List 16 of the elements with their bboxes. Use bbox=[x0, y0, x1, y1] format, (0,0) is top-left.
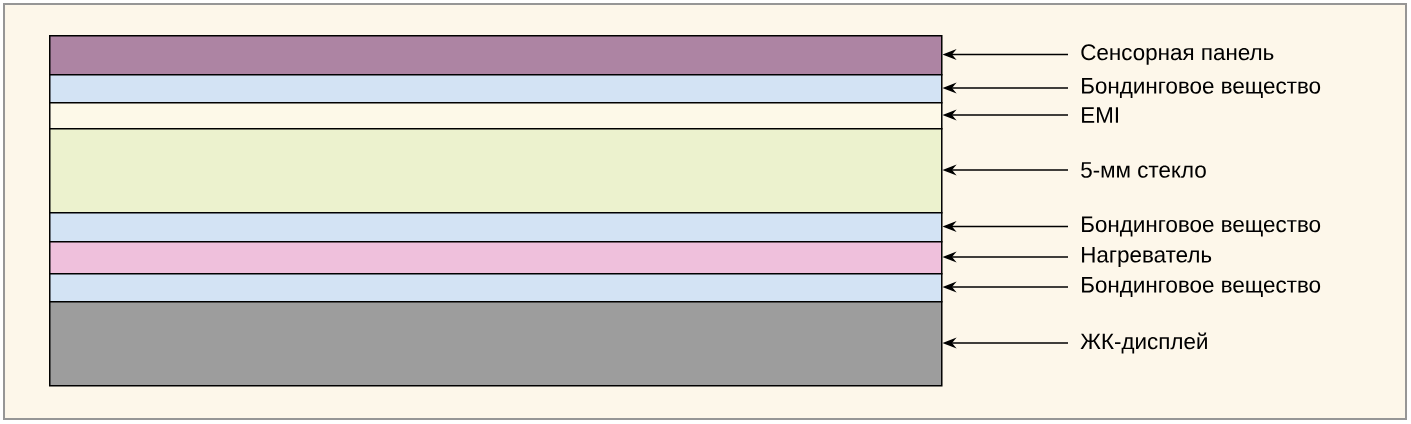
layer-label: Бондинговое вещество bbox=[1082, 78, 1321, 98]
layer-label: Бондинговое вещество bbox=[1082, 216, 1321, 237]
layer-label: 5-мм стекло bbox=[1081, 162, 1206, 178]
layer-band bbox=[49, 301, 943, 387]
layer-label: Бондинговое вещество bbox=[1082, 277, 1321, 297]
layer-band bbox=[49, 128, 943, 214]
layer-label: Сенсорная панель bbox=[1081, 44, 1274, 65]
layer-band bbox=[49, 102, 943, 130]
layer-band bbox=[49, 212, 943, 243]
layer-label: EMI bbox=[1082, 107, 1118, 123]
layer-band bbox=[49, 241, 943, 275]
layer-band bbox=[49, 273, 943, 303]
layer-label: ЖК-дисплей bbox=[1080, 332, 1207, 354]
layer-label: Нагреватель bbox=[1082, 246, 1212, 268]
layer-band bbox=[49, 74, 943, 104]
layer-band bbox=[49, 35, 943, 76]
